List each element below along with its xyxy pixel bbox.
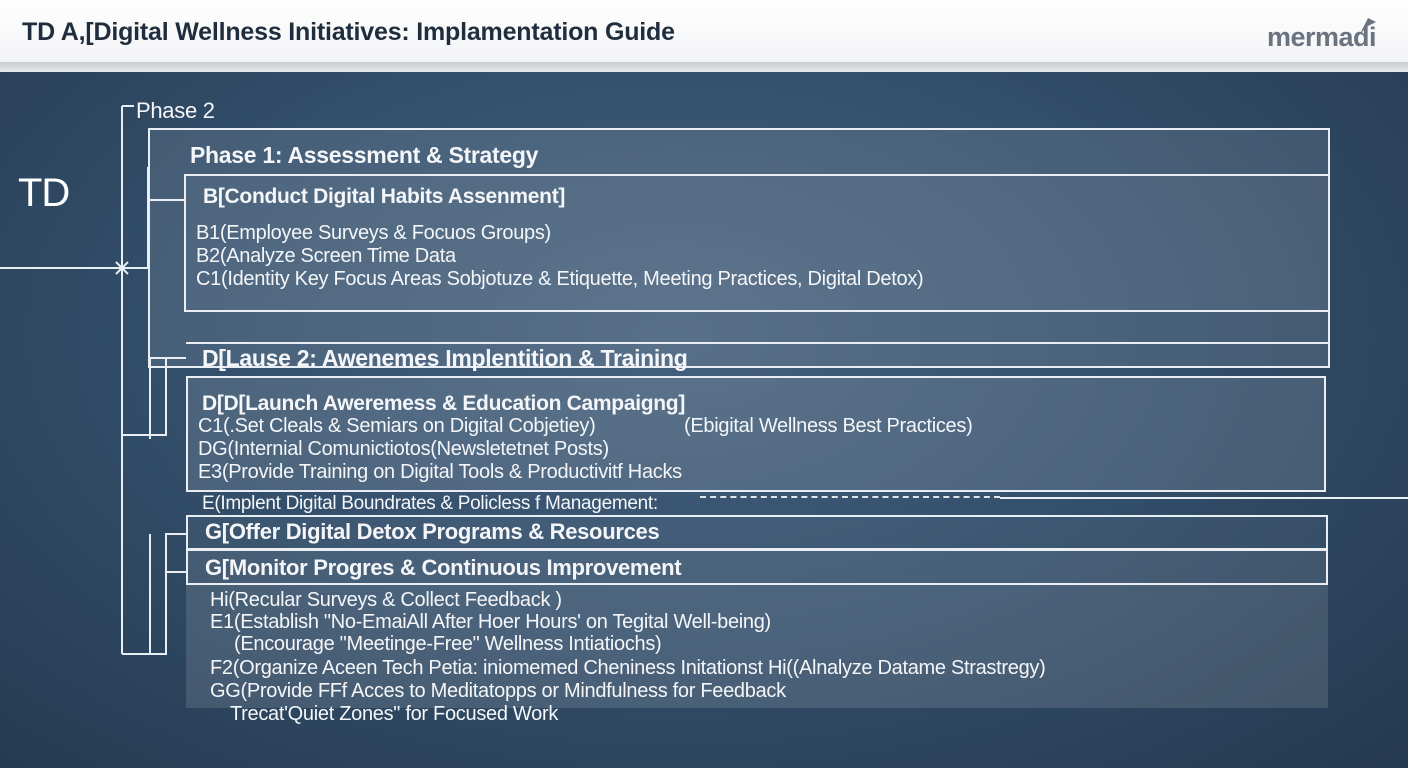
phase2-title: D[Lause 2: Awenemes Implentition & Train… <box>202 345 688 371</box>
dashed-connector <box>700 496 1000 498</box>
list-item: B1(Employee Surveys & Focuos Groups) <box>196 222 551 244</box>
list-item: B2(Analyze Screen Time Data <box>196 245 456 267</box>
header-bar: TD A,[Digital Wellness Initiatives: Impl… <box>0 0 1408 62</box>
connector-lines <box>0 105 1408 655</box>
brand-logo: mermadi <box>1266 22 1377 52</box>
phase2-tag: Phase 2 <box>136 98 215 123</box>
list-item: (Ebigital Wellness Best Practices) <box>684 415 973 437</box>
list-item: E3(Provide Training on Digital Tools & P… <box>198 461 682 483</box>
list-item: Hi(Recular Surveys & Collect Feedback ) <box>210 589 562 611</box>
list-item: C1(Identity Key Focus Areas Sobjotuze & … <box>196 268 924 290</box>
list-item: C1(.Set Cleals & Semiars on Digital Cobj… <box>198 415 596 437</box>
boundaries-node-label: E(Implent Digital Boundrates & Policless… <box>202 493 658 514</box>
phase1-title: Phase 1: Assessment & Strategy <box>190 142 539 168</box>
monitor-progress-label: G[Monitor Progres & Continuous Improveme… <box>205 555 682 580</box>
list-item: DG(Internial Comunictiotos(Newsletetnet … <box>198 438 609 460</box>
list-item: GG(Provide FFf Acces to Meditatopps or M… <box>210 680 786 702</box>
monitor-progress-box <box>186 548 1328 585</box>
list-item: E1(Establish "No-EmaiAll After Hoer Hour… <box>210 611 771 633</box>
awareness-node-label: D[D[Launch Aweremess & Education Campaig… <box>202 392 686 415</box>
list-item: F2(Organize Aceen Tech Petia: iniomemed … <box>210 657 1046 679</box>
detox-programs-box <box>186 515 1328 551</box>
header-divider <box>0 62 1408 72</box>
logo-flag-icon <box>1360 18 1376 34</box>
awareness-campaign-box <box>186 376 1326 492</box>
final-items-panel <box>186 584 1328 708</box>
page-title: TD A,[Digital Wellness Initiatives: Impl… <box>22 18 675 46</box>
root-node-label: TD <box>18 171 70 215</box>
assessment-node-box <box>184 174 1330 312</box>
detox-programs-label: G[Offer Digital Detox Programs & Resourc… <box>205 519 660 544</box>
phase1-group <box>148 128 1330 368</box>
assessment-node-label: B[Conduct Digital Habits Assenment] <box>203 185 566 208</box>
list-item: (Encourage "Meetinge-Free" Wellness Inti… <box>234 633 662 655</box>
phase2-top-rule <box>186 342 1328 344</box>
flowchart-canvas: TD Phase 2 Phase 1: Assessment & Strateg… <box>0 72 1408 768</box>
list-item: Trecat'Quiet Zones" for Focused Work <box>230 703 559 725</box>
